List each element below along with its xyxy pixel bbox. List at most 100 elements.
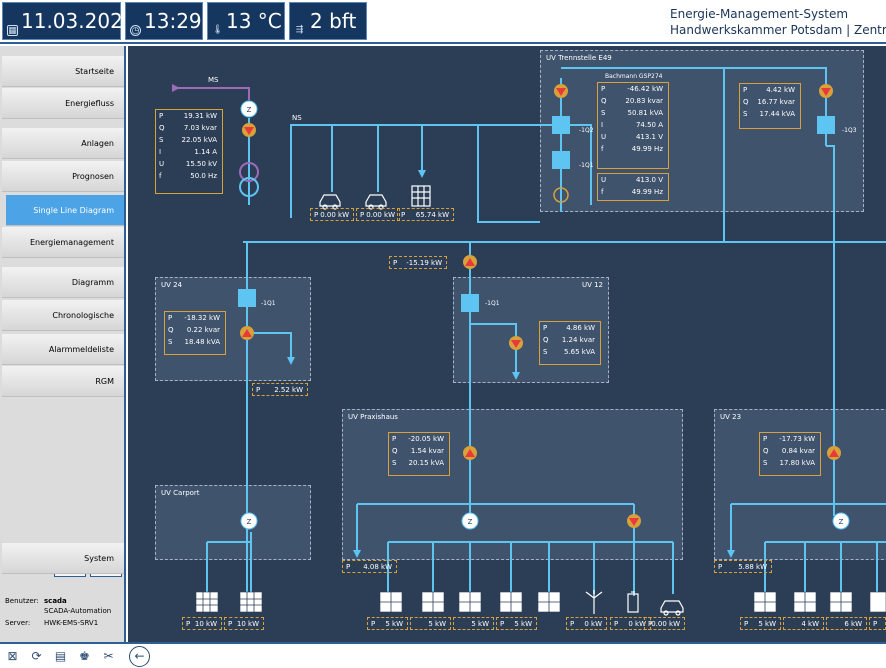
- svg-text:Z: Z: [247, 518, 252, 526]
- meter-value: 1.24 kvar: [561, 336, 595, 344]
- back-arrow-icon[interactable]: ←: [129, 646, 150, 667]
- sidebar-item-rgm[interactable]: RGM: [2, 366, 124, 397]
- meter-value: 15.50 kV: [185, 160, 217, 168]
- meter-value: 1.54 kvar: [410, 447, 444, 455]
- zone-uv-praxishaus: UV Praxishaus: [342, 409, 683, 560]
- output-key: P: [256, 386, 261, 394]
- sidebar-item-single-line-diagram[interactable]: Single Line Diagram: [6, 195, 124, 226]
- clock-icon: ◷: [130, 25, 141, 36]
- generator-power-box: 5 kW: [453, 617, 494, 630]
- meter-key: P: [743, 86, 748, 94]
- meter-key: P: [159, 112, 164, 120]
- output-key: P: [718, 563, 723, 571]
- generator-power-box: 4 kW: [783, 617, 824, 630]
- meter-value: 7.03 kvar: [183, 124, 217, 132]
- gen-key: P: [614, 620, 619, 628]
- gen-key: P: [744, 620, 749, 628]
- thermometer-icon: 🌡: [212, 25, 224, 35]
- breaker-label: -1Q3: [842, 127, 857, 134]
- sidebar-item-system[interactable]: System: [2, 543, 124, 574]
- gen-value: 4 kW: [801, 620, 819, 628]
- zone-uv-23: UV 23: [714, 409, 886, 560]
- gen-value: 5 kW: [471, 620, 489, 628]
- monitor-icon[interactable]: ▤: [54, 649, 67, 663]
- meter-key: P: [601, 85, 606, 93]
- calendar-icon: ▦: [7, 25, 18, 36]
- single-line-diagram: UV Trennstelle E49 UV 24 UV 12 UV Carpor…: [128, 46, 886, 642]
- sidebar-item-prognosen[interactable]: Prognosen: [2, 161, 124, 192]
- output-value: 5.88 kW: [738, 563, 767, 571]
- zone-uv-24: UV 24: [155, 277, 311, 381]
- gen-key: P: [186, 620, 191, 628]
- meter-key: S: [763, 459, 768, 467]
- gen-value: 10 kW: [236, 620, 259, 628]
- sidebar-item-energiemanagement[interactable]: Energiemanagement: [2, 227, 124, 258]
- meter-key: P: [392, 435, 397, 443]
- device-label: Bachmann GSP274: [605, 73, 663, 80]
- meter-row: P-46.42 kW: [598, 83, 668, 95]
- meter-key: P: [168, 314, 173, 322]
- gen-key: P: [873, 620, 878, 628]
- breaker-label: -1Q1: [261, 300, 276, 307]
- zone-uv-trennstelle: UV Trennstelle E49: [540, 50, 864, 212]
- sidebar-item-anlagen[interactable]: Anlagen: [2, 128, 124, 159]
- diagram-lines: Z Z Z Z: [172, 67, 886, 616]
- gen-key: P: [500, 620, 505, 628]
- close-window-icon[interactable]: ⊠: [7, 649, 18, 663]
- gen-value: 5 kW: [428, 620, 446, 628]
- meter-key: Q: [392, 447, 398, 455]
- server-label: Server:: [5, 619, 31, 627]
- users-icon[interactable]: ♚: [79, 649, 90, 663]
- gen-key: P: [228, 620, 233, 628]
- sidebar-item-energiefluss[interactable]: Energiefluss: [2, 88, 124, 119]
- user-role: SCADA-Automation: [44, 607, 112, 615]
- meter-key: U: [601, 176, 607, 184]
- zone-uv-carport: UV Carport: [155, 485, 311, 560]
- app-title: Energie-Management-System Handwerkskamme…: [670, 6, 886, 38]
- breaker-label: -1Q2: [579, 127, 594, 134]
- tools-icon[interactable]: ✂: [103, 649, 114, 663]
- sidebar-item-alarmmeldeliste[interactable]: Alarmmeldeliste: [2, 334, 124, 365]
- gen-key: P: [570, 620, 575, 628]
- app-title-line-1: Energie-Management-System: [670, 7, 849, 21]
- zone-label: UV 12: [581, 281, 603, 289]
- meter-key: U: [159, 160, 165, 168]
- meter-value: 20.83 kvar: [625, 97, 663, 105]
- gen-value: 0.00 kW: [651, 620, 680, 628]
- output-value: 4.08 kW: [363, 563, 392, 571]
- meter-key: Q: [168, 326, 174, 334]
- meter-key: Q: [763, 447, 769, 455]
- sidebar-item-chronologische-ereignisliste[interactable]: Chronologische Ereignisliste: [2, 300, 124, 351]
- refresh-icon[interactable]: ⟳: [31, 649, 42, 663]
- meter-value: 413.1 V: [635, 133, 663, 141]
- gen-value: 5 kW: [385, 620, 403, 628]
- uv23-output-box: P 5.88 kW: [714, 560, 772, 573]
- sidebar-item-diagramm[interactable]: Diagramm: [2, 267, 124, 298]
- meter-value: 1.14 A: [194, 148, 217, 156]
- time-value: 13:29: [144, 9, 202, 33]
- zone-label: UV 23: [720, 413, 742, 421]
- meter-value: 18.48 kVA: [184, 338, 220, 346]
- sidebar-item-startseite[interactable]: Startseite: [2, 56, 124, 87]
- load-value: 65.74 kW: [415, 211, 449, 219]
